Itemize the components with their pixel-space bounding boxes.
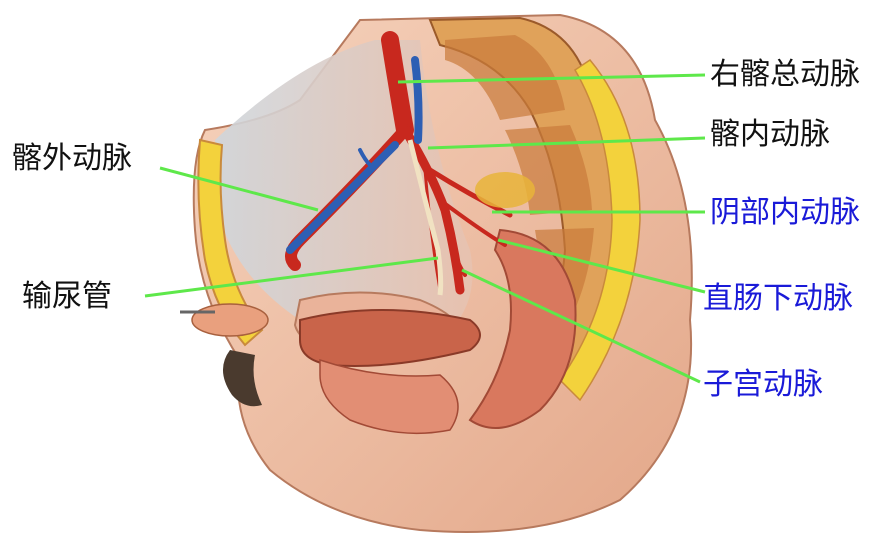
veins — [286, 56, 423, 254]
label-internal-iliac-artery: 髂内动脉 — [710, 117, 830, 152]
leader-external-iliac — [159, 166, 319, 212]
label-external-iliac-artery: 髂外动脉 — [12, 141, 132, 176]
rectum — [468, 228, 577, 429]
label-uterine-artery: 子宫动脉 — [703, 367, 823, 402]
label-internal-pudendal-artery: 阴部内动脉 — [710, 195, 860, 230]
nerve-plexus — [475, 172, 535, 208]
leader-ureter — [144, 256, 439, 298]
ovary — [191, 303, 269, 337]
leader-internal-iliac — [427, 136, 706, 150]
label-right-common-iliac-artery: 右髂总动脉 — [710, 57, 860, 92]
leader-uterine — [461, 268, 701, 384]
leader-common-iliac — [397, 73, 706, 84]
pubic-hair — [222, 350, 262, 407]
posterior-fat — [559, 59, 641, 402]
leader-lines — [144, 73, 706, 384]
abdominal-wall — [197, 138, 264, 347]
label-ureter: 输尿管 — [22, 279, 112, 314]
ureter-vessel — [407, 139, 444, 296]
leader-inferior-rectal — [497, 238, 706, 294]
label-inferior-rectal-artery: 直肠下动脉 — [703, 281, 853, 316]
vaginal-canal — [319, 358, 459, 435]
